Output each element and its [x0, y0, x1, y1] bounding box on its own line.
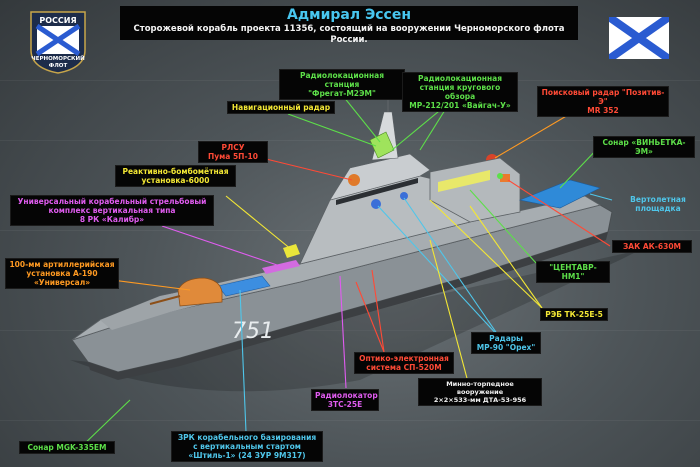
- label-nav-radar: Навигационный радар: [227, 101, 335, 114]
- st-andrew-flag-icon: [609, 17, 669, 59]
- emblem-shield-icon: [30, 11, 86, 74]
- ak630: [500, 174, 510, 182]
- emblem-text-top: РОССИЯ: [39, 16, 77, 25]
- label-torpedo: Минно-торпедное вооружение 2×2×533-мм ДТ…: [418, 378, 542, 406]
- label-a190: 100-мм артиллерийская установка А-190 «У…: [5, 258, 119, 289]
- label-ak630: ЗАК АК-630М: [612, 240, 692, 253]
- a190-barrel: [149, 295, 181, 305]
- bridge: [329, 153, 431, 201]
- fregat-radar: [369, 131, 395, 159]
- label-radiolokator: Радиолокатор 3ТС-25Е: [311, 389, 379, 411]
- sea-texture: [0, 420, 700, 421]
- hull-number: 751: [232, 319, 274, 344]
- label-positiv: Поисковый радар "Позитив-Э" МR 352: [537, 86, 669, 117]
- label-sp520: Оптико-электронная система СП-520М: [354, 352, 454, 374]
- orekh-radar: [400, 192, 408, 200]
- label-vaygach: Радиолокационная станция кругового обзор…: [402, 72, 518, 112]
- hangar: [429, 157, 521, 223]
- centavr-nm1: [438, 170, 490, 192]
- label-helipad: Вертолетная площадка: [630, 195, 686, 213]
- rbu-6000: [283, 244, 300, 258]
- label-rbu: Реактивно-бомбомётная установка-6000: [115, 165, 236, 187]
- page-subtitle: Сторожевой корабль проекта 11356, состоя…: [133, 24, 565, 45]
- sea-texture: [0, 140, 700, 141]
- emblem-line1: ЧЕРНОМОРСКИЙ: [31, 56, 85, 62]
- label-ukks: Универсальный корабельный стрельбовый ко…: [10, 195, 214, 226]
- emblem-text-bottom: ЧЕРНОМОРСКИЙ ФЛОТ: [29, 56, 87, 70]
- label-orekh: Радары МР-90 "Орех": [471, 332, 541, 354]
- label-shtil: ЗРК корабельного базирования с вертикаль…: [171, 431, 323, 462]
- navy-emblem: РОССИЯ ЧЕРНОМОРСКИЙ ФЛОТ: [29, 10, 87, 74]
- vaygach-radar: [497, 173, 503, 179]
- shtil-vls: [217, 275, 271, 297]
- title-box: Адмирал Эссен Сторожевой корабль проекта…: [120, 6, 578, 45]
- label-vinetka: Сонар «ВИНЬЕТКА-ЭМ»: [593, 136, 695, 158]
- label-fregat: Радиолокационная станция "Фрегат-М2ЭМ": [279, 69, 405, 100]
- puma-fcs: [348, 174, 360, 186]
- label-centavr: "ЦЕНТАВР-НМ1": [536, 261, 610, 283]
- bridge-windows: [336, 178, 418, 205]
- label-sonar-mgk: Сонар MGK-335EM: [19, 441, 115, 454]
- leader-lines: [79, 85, 613, 449]
- kalibr-vls: [262, 260, 300, 274]
- label-reb: РЭБ ТК-25Е-5: [540, 308, 608, 321]
- emblem-line2: ФЛОТ: [48, 63, 68, 69]
- a190-turret: [177, 277, 223, 307]
- page-title: Адмирал Эссен: [286, 7, 412, 23]
- label-puma: РЛСУ Пума 5П-10: [198, 141, 268, 163]
- sea-texture: [0, 330, 700, 331]
